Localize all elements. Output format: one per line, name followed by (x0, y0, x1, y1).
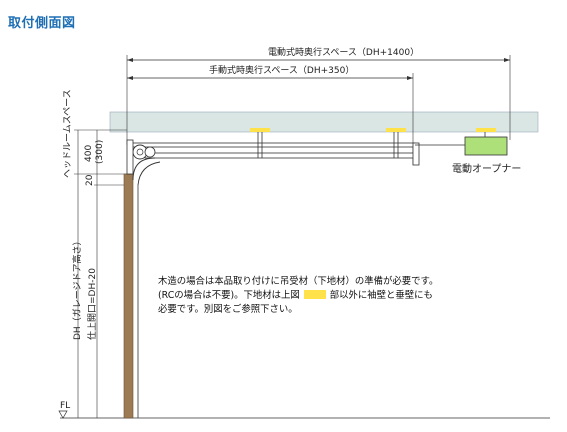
note-line-2a: (RCの場合は不要)。下地材は上図 (158, 290, 300, 301)
manual-space-label: 手動式時奥行スペース（DH+350） (209, 64, 354, 76)
note-line-2: (RCの場合は不要)。下地材は上図 部以外に袖壁と垂壁にも (158, 289, 438, 303)
door-panel (123, 157, 161, 419)
headroom-space-label: ヘッドルームスペース (62, 89, 73, 178)
door-header-roller (126, 139, 156, 175)
page-title: 取付側面図 (8, 16, 76, 31)
installation-note: 木造の場合は本品取り付けに吊受材（下地材）の準備が必要です。 (RCの場合は不要… (158, 275, 438, 317)
floor-marker-icon (58, 410, 68, 419)
vertical-dimensions (60, 129, 550, 419)
support-marker (386, 128, 406, 132)
opener-label: 電動オープナー (452, 162, 521, 175)
electric-opener-box (464, 136, 508, 156)
support-swatch (303, 290, 326, 299)
ceiling-band (109, 111, 539, 133)
electric-space-label: 電動式時奥行スペース（DH+1400） (268, 46, 419, 58)
floor-label: FL (60, 401, 70, 411)
electric-space-dimension: 電動式時奥行スペース（DH+1400） (126, 46, 511, 145)
opening-label: 仕上開口=DH-20 (86, 268, 98, 340)
door-rail-track (131, 132, 486, 166)
support-marker (250, 128, 270, 132)
support-marker (476, 128, 496, 132)
note-line-3: 必要です。別図をご参照下さい。 (158, 304, 298, 315)
gap-20-label: 20 (85, 174, 95, 186)
dh-label: DH（ガレージドア高さ） (71, 236, 83, 340)
note-line-1: 木造の場合は本品取り付けに吊受材（下地材）の準備が必要です。 (158, 276, 439, 287)
note-line-2b: 部以外に袖壁と垂壁にも (329, 290, 433, 301)
headroom-value: 400 (84, 145, 94, 162)
headroom-value-manual: (300) (95, 140, 105, 164)
